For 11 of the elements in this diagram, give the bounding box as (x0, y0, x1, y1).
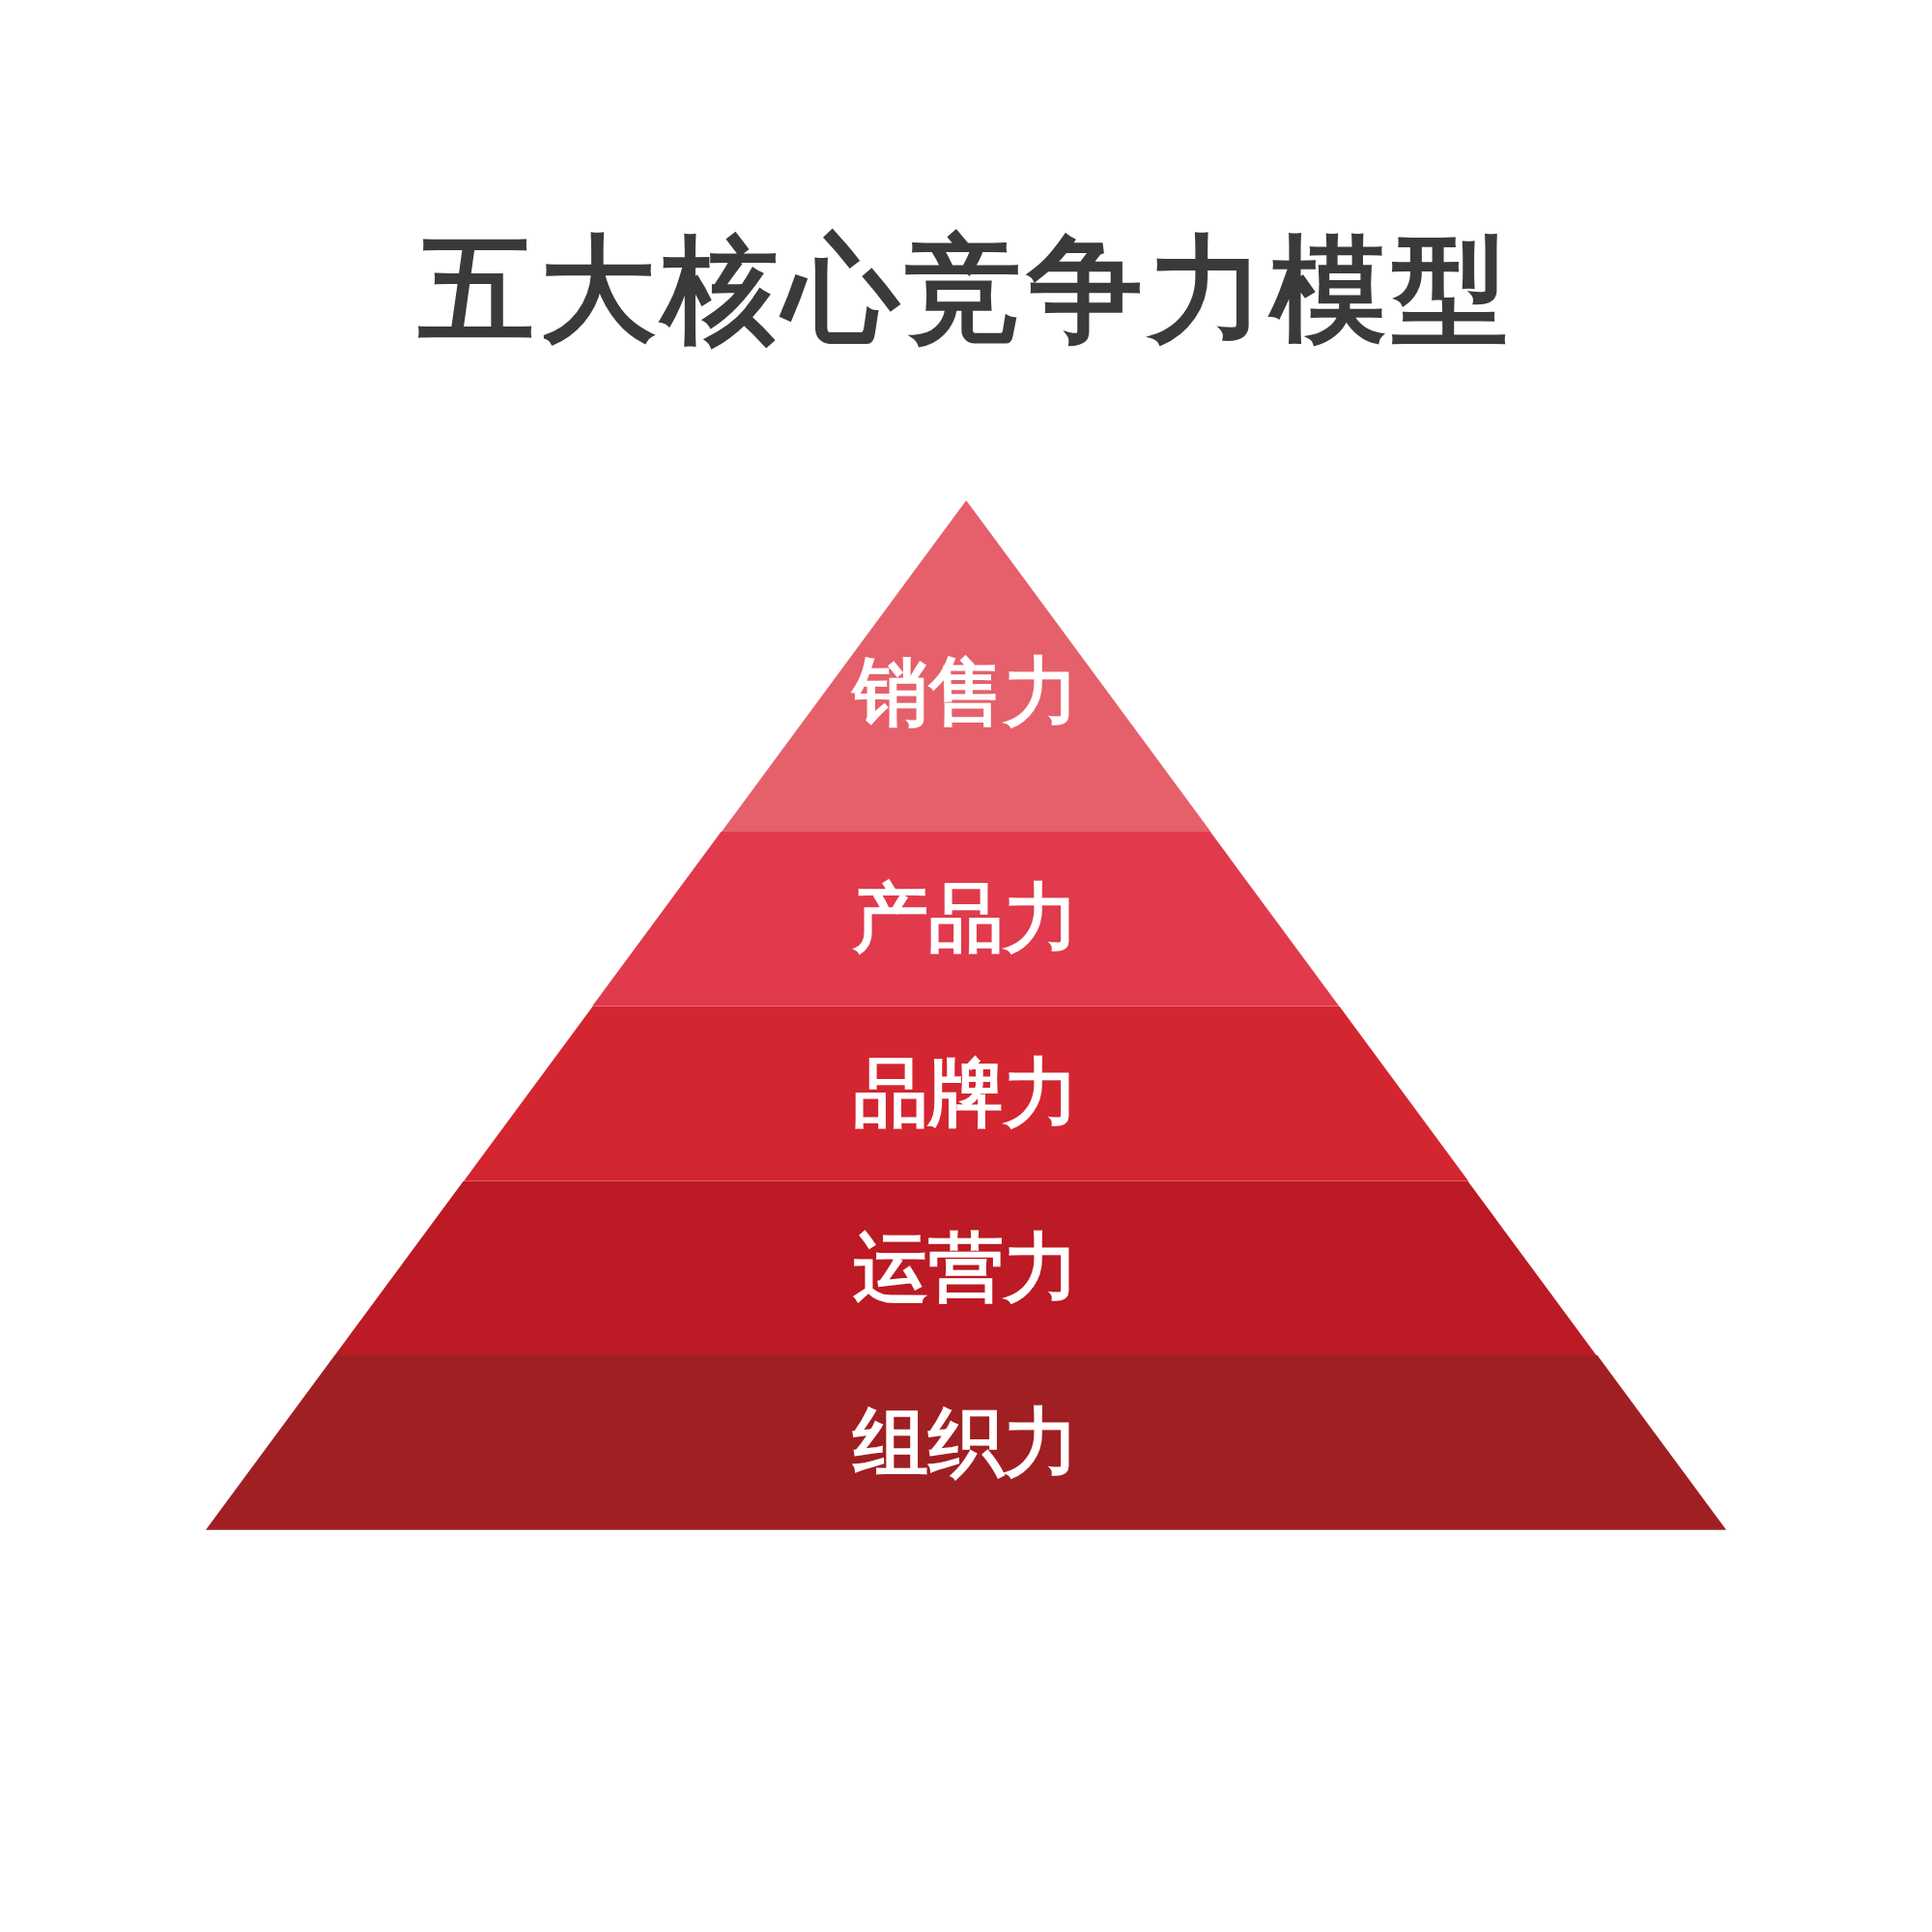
pyramid-top-triangle (721, 500, 1211, 832)
layer-label: 销售力 (850, 653, 1080, 729)
pyramid-layer (463, 1006, 1469, 1181)
layer-label: 产品力 (851, 880, 1080, 956)
pyramid-layer (592, 832, 1340, 1007)
layer-label: 运营力 (852, 1229, 1080, 1305)
pyramid-layer (206, 1355, 1726, 1530)
pyramid-layer (334, 1180, 1598, 1356)
layer-label: 组织力 (851, 1404, 1080, 1480)
layer-label: 品牌力 (852, 1055, 1080, 1131)
diagram-title: 五大核心竞争力模型 (417, 221, 1515, 358)
